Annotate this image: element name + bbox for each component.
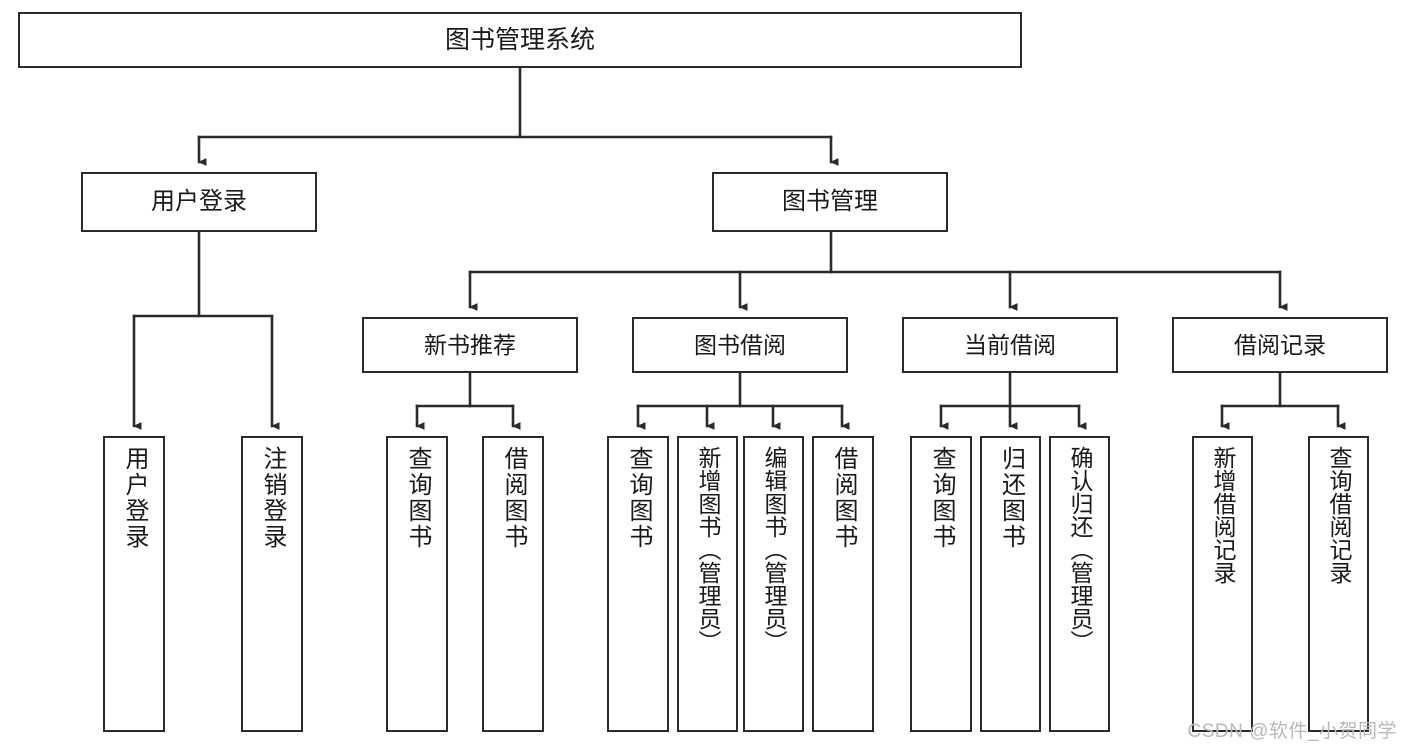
node-leaf-return-books[interactable]: 归还图书	[980, 436, 1041, 732]
csdn-watermark: CSDN @软件_小贺同学	[1187, 721, 1397, 742]
node-book-borrow[interactable]: 图书借阅	[632, 317, 848, 373]
node-new-book-recommend[interactable]: 新书推荐	[362, 317, 578, 373]
node-label: 新增借阅记录	[1210, 446, 1236, 584]
node-leaf-user-login[interactable]: 用户登录	[103, 436, 165, 732]
node-label: 确认归还（管理员）	[1067, 446, 1093, 653]
node-leaf-borrow-books-recommend[interactable]: 借阅图书	[482, 436, 544, 732]
node-label: 图书管理	[782, 188, 878, 216]
node-label: 注销登录	[259, 446, 286, 550]
node-book-management-system[interactable]: 图书管理系统	[18, 12, 1022, 68]
node-leaf-add-borrow-record[interactable]: 新增借阅记录	[1192, 436, 1253, 732]
node-borrow-record[interactable]: 借阅记录	[1172, 317, 1388, 373]
node-label: 图书借阅	[694, 331, 786, 358]
node-leaf-edit-book-admin[interactable]: 编辑图书（管理员）	[743, 436, 804, 732]
node-label: 用户登录	[121, 446, 148, 550]
node-leaf-query-borrow-record[interactable]: 查询借阅记录	[1308, 436, 1369, 732]
node-label: 查询图书	[625, 446, 652, 550]
node-label: 查询图书	[404, 446, 431, 550]
node-leaf-query-books-recommend[interactable]: 查询图书	[386, 436, 448, 732]
node-label: 借阅记录	[1234, 331, 1326, 358]
node-leaf-borrow-books[interactable]: 借阅图书	[812, 436, 874, 732]
node-label: 编辑图书（管理员）	[761, 446, 787, 653]
node-leaf-logout[interactable]: 注销登录	[241, 436, 303, 732]
node-label: 查询图书	[928, 446, 955, 550]
node-book-management[interactable]: 图书管理	[712, 172, 948, 232]
node-leaf-query-books-current[interactable]: 查询图书	[910, 436, 972, 732]
node-label: 当前借阅	[964, 331, 1056, 358]
node-leaf-confirm-return-admin[interactable]: 确认归还（管理员）	[1049, 436, 1110, 732]
node-leaf-add-book-admin[interactable]: 新增图书（管理员）	[677, 436, 738, 732]
node-user-login[interactable]: 用户登录	[81, 172, 317, 232]
node-label: 新增图书（管理员）	[695, 446, 721, 653]
node-label: 新书推荐	[424, 331, 516, 358]
node-label: 图书管理系统	[444, 25, 595, 54]
node-label: 借阅图书	[830, 446, 857, 550]
node-label: 查询借阅记录	[1326, 446, 1352, 584]
node-label: 用户登录	[151, 188, 247, 216]
node-label: 借阅图书	[500, 446, 527, 550]
node-leaf-query-books-borrow[interactable]: 查询图书	[607, 436, 669, 732]
node-current-borrow[interactable]: 当前借阅	[902, 317, 1118, 373]
node-label: 归还图书	[997, 446, 1025, 550]
